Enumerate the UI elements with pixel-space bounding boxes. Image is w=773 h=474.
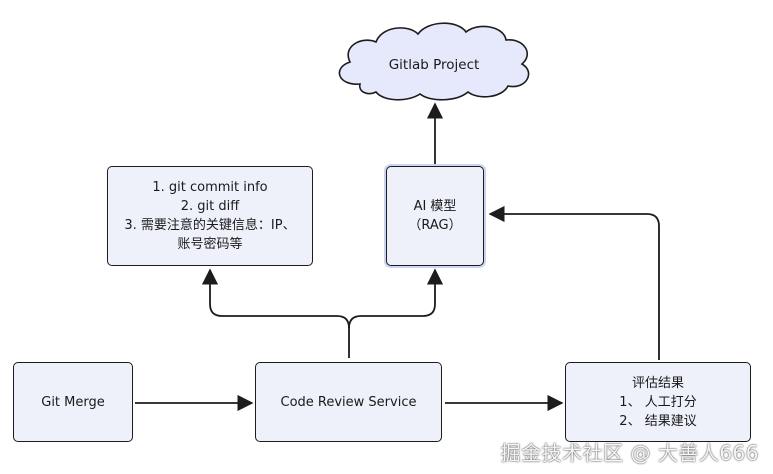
code-review-service-box[interactable]: Code Review Service (255, 362, 442, 442)
arrow-review-to-info (201, 268, 350, 358)
evaluation-item-1: 1、 人工打分 (619, 394, 697, 410)
gitlab-project-label: Gitlab Project (388, 57, 480, 73)
git-merge-box[interactable]: Git Merge (13, 362, 133, 442)
arrow-review-to-ai (348, 268, 444, 329)
cloud-shape[interactable] (338, 22, 530, 101)
evaluation-box[interactable]: 评估结果 1、 人工打分 2、 结果建议 (565, 362, 751, 442)
info-line-1: 1. git commit info (152, 180, 268, 195)
info-line-4: 账号密码等 (177, 237, 243, 252)
watermark: 掘金技术社区 @ 大善人666 (500, 441, 759, 465)
info-line-2: 2. git diff (180, 199, 240, 214)
ai-model-box[interactable]: AI 模型 （RAG） (386, 166, 484, 266)
info-box[interactable]: 1. git commit info 2. git diff 3. 需要注意的关… (107, 166, 313, 266)
git-merge-label: Git Merge (41, 394, 105, 410)
code-review-label: Code Review Service (280, 394, 417, 410)
info-line-3: 3. 需要注意的关键信息：IP、 (124, 218, 296, 233)
evaluation-item-2: 2、 结果建议 (619, 413, 697, 429)
arrow-evaluation-to-ai (488, 205, 660, 360)
ai-model-subtitle: （RAG） (408, 218, 462, 233)
ai-model-title: AI 模型 (413, 199, 457, 214)
evaluation-title: 评估结果 (631, 375, 684, 391)
